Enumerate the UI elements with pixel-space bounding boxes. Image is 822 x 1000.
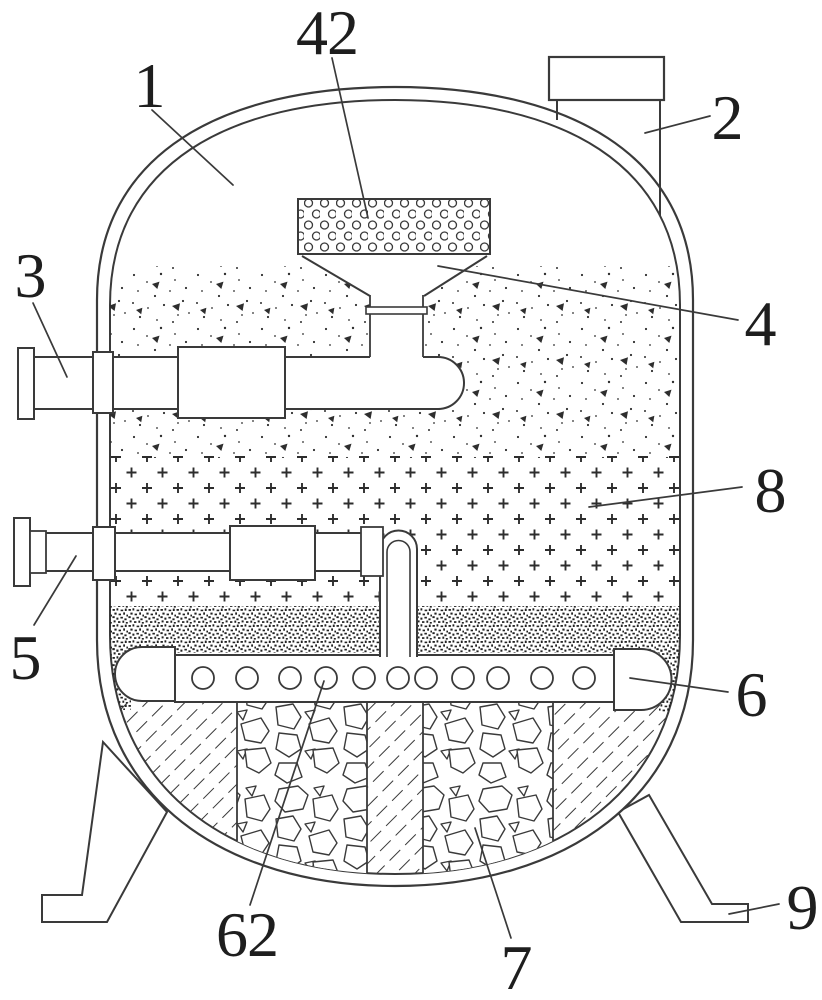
ref-label-8: 8: [754, 455, 787, 526]
ref-label-2: 2: [711, 82, 744, 153]
top-inlet-pipe: [547, 55, 666, 216]
ref-label-42: 42: [296, 0, 359, 68]
upper-pipe-wall-fitting: [92, 351, 114, 414]
leader-lines: [32, 57, 780, 939]
leader-2: [644, 115, 711, 134]
leader-42: [331, 57, 369, 219]
leader-6: [629, 677, 729, 693]
ref-label-4: 4: [744, 288, 777, 359]
ref-label-1: 1: [133, 50, 166, 121]
gravel-column-left: [236, 701, 368, 874]
upper-pipe-end-cap: [438, 357, 464, 409]
collector-left-cap: [114, 646, 176, 702]
top-inlet-cap: [547, 55, 666, 102]
left-leg: [41, 739, 169, 923]
perforated-collector-pipe: [114, 646, 673, 711]
ref-label-7: 7: [500, 932, 533, 1000]
leader-9: [728, 903, 780, 915]
lower-pipe-device: [229, 525, 316, 581]
bottom-hatch-fill: [110, 700, 680, 874]
upper-pipe-device: [177, 346, 286, 419]
ref-label-62: 62: [216, 899, 279, 970]
leader-8: [588, 486, 743, 508]
lower-pipe-wall-fitting: [92, 526, 116, 581]
ref-label-9: 9: [786, 872, 819, 943]
leader-4: [437, 265, 739, 321]
leader-5: [33, 555, 77, 626]
leader-62: [249, 680, 325, 906]
lower-pipe-step: [29, 530, 47, 574]
collector-holes: [191, 666, 596, 690]
leader-3: [32, 302, 68, 378]
ref-label-3: 3: [14, 240, 47, 311]
ref-label-6: 6: [735, 659, 768, 730]
upper-pipe-flange: [17, 347, 35, 420]
lower-pipe-coupling: [360, 526, 384, 577]
right-leg: [616, 793, 749, 923]
perforated-distributor-plate: [297, 198, 491, 255]
leader-7: [474, 827, 512, 939]
leader-1: [151, 109, 234, 186]
lower-side-pipe: [13, 517, 384, 587]
lower-pipe-flange: [13, 517, 31, 587]
gravel-column-right: [422, 701, 554, 874]
funnel-neck-flange: [365, 306, 428, 315]
ref-label-5: 5: [9, 622, 42, 693]
funnel-hopper: [301, 255, 488, 358]
down-tube: [379, 529, 418, 657]
upper-side-pipe: [17, 346, 465, 420]
